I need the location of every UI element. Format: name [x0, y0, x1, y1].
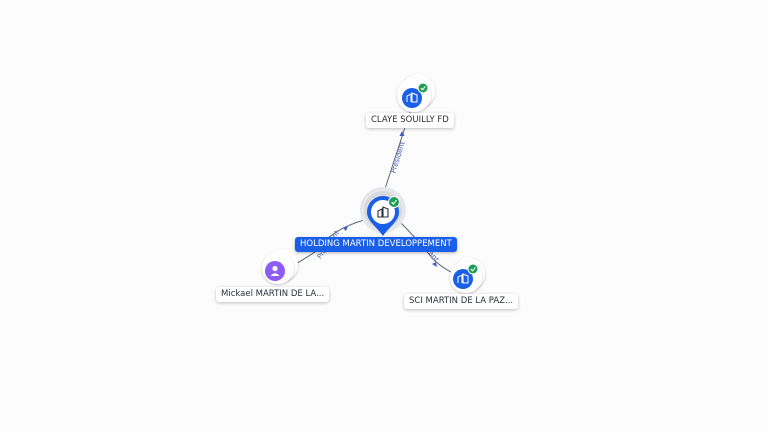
- node-label-mickael-martin[interactable]: Mickael MARTIN DE LA...: [216, 287, 330, 302]
- verified-check-icon: [388, 196, 400, 208]
- node-claye-souilly[interactable]: [397, 74, 435, 112]
- verified-check-icon: [417, 82, 429, 94]
- node-holding-martin[interactable]: [360, 187, 406, 236]
- verified-check-icon: [467, 263, 479, 275]
- edge-arrow: [343, 226, 348, 231]
- edge-label-president-top: Président: [389, 140, 406, 174]
- building-icon: [377, 206, 389, 218]
- node-sci-martin[interactable]: [450, 258, 485, 293]
- edge-arrow: [399, 131, 405, 136]
- node-label-claye-souilly[interactable]: CLAYE SOUILLY FD: [366, 113, 454, 128]
- node-label-holding-martin[interactable]: HOLDING MARTIN DEVELOPPEMENT: [295, 237, 457, 252]
- edge-arrow: [432, 262, 437, 267]
- node-mickael-martin[interactable]: [262, 249, 298, 284]
- node-label-sci-martin[interactable]: SCI MARTIN DE LA PAZ...: [404, 294, 519, 309]
